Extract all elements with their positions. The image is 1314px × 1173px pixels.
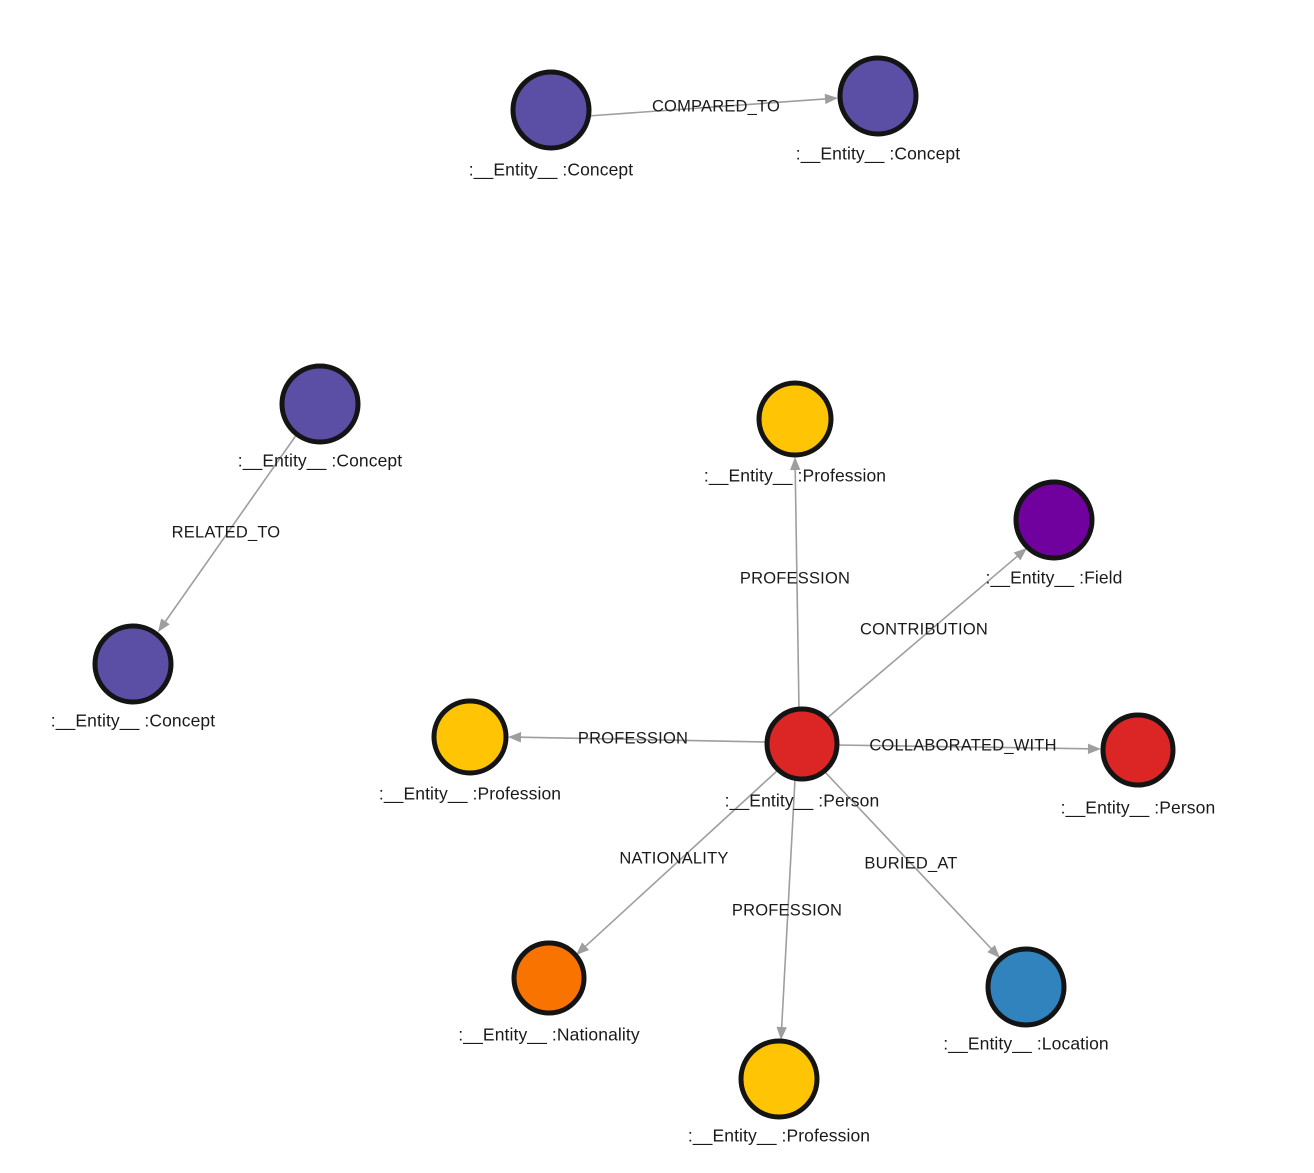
graph-node-profession_bottom[interactable] (738, 1038, 820, 1120)
graph-node-field[interactable] (1013, 479, 1095, 561)
edge-arrowhead (824, 93, 838, 105)
graph-node-concept4[interactable] (92, 623, 174, 705)
edge-line[interactable] (825, 554, 1020, 720)
graph-node-concept2[interactable] (837, 55, 919, 137)
edge-line[interactable] (836, 744, 1091, 750)
edge-line[interactable] (163, 433, 298, 624)
edge-arrowhead (987, 944, 1000, 958)
edge-line[interactable] (587, 97, 828, 117)
edge-line[interactable] (518, 736, 768, 743)
edge-arrowhead (776, 1026, 787, 1040)
edge-arrowhead (508, 732, 522, 743)
edge-arrowhead (790, 457, 801, 471)
graph-node-profession_top[interactable] (756, 380, 834, 458)
edge-line[interactable] (824, 771, 994, 951)
edge-arrowhead (1013, 548, 1027, 561)
edge-arrowhead (1087, 743, 1101, 755)
graph-node-location[interactable] (985, 946, 1067, 1028)
edge-arrowhead (158, 618, 170, 632)
edge-line[interactable] (780, 778, 796, 1030)
edge-arrowhead (576, 942, 590, 955)
graph-node-person_center[interactable] (764, 706, 840, 782)
edge-line[interactable] (583, 769, 779, 949)
graph-node-concept3[interactable] (279, 363, 361, 445)
graph-node-nationality[interactable] (511, 940, 587, 1016)
graph-node-concept1[interactable] (510, 69, 592, 151)
graph-node-profession_left[interactable] (431, 698, 509, 776)
graph-node-person_right[interactable] (1100, 712, 1176, 788)
edge-line[interactable] (794, 467, 800, 710)
